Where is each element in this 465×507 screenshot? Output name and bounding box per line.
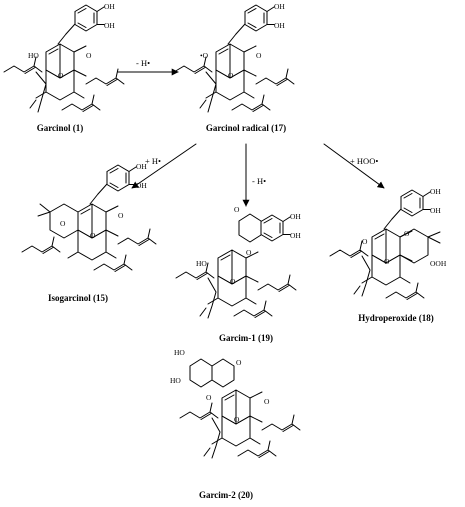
arrow-to-isogarcinol bbox=[131, 143, 197, 189]
compound-label-isogarcinol: Isogarcinol (15) bbox=[48, 293, 108, 303]
atom-o: O bbox=[264, 397, 270, 406]
atom-o: O bbox=[234, 415, 240, 424]
structure-garcim1: OH OH O O HO O bbox=[175, 205, 301, 319]
atom-oh: OH bbox=[290, 231, 301, 240]
structure-hydroperoxide: OH OH O O O OOH bbox=[329, 187, 447, 300]
atom-o: O bbox=[246, 248, 252, 257]
atom-o: O bbox=[384, 257, 390, 266]
atom-o-radical: •O bbox=[200, 51, 209, 60]
structure-garcim2: HO HO O O O O bbox=[170, 348, 301, 459]
atom-ooh: OOH bbox=[430, 259, 447, 268]
atom-o: O bbox=[58, 71, 64, 80]
atom-o: O bbox=[362, 237, 368, 246]
atom-o: O bbox=[404, 229, 410, 238]
atom-o: O bbox=[236, 358, 242, 367]
atom-o: O bbox=[86, 51, 92, 60]
atom-oh: OH bbox=[274, 2, 285, 11]
atom-o: O bbox=[234, 205, 240, 214]
structure-isogarcinol: OH OH O O O bbox=[21, 162, 157, 272]
compound-label-garcim1: Garcim-1 (19) bbox=[219, 333, 273, 343]
reaction-label-h-loss: - H• bbox=[252, 176, 266, 186]
compound-label-garcim2: Garcim-2 (20) bbox=[199, 490, 253, 500]
reaction-label-hoo-addition: + HOO• bbox=[350, 156, 378, 166]
atom-oh: OH bbox=[430, 187, 441, 196]
compound-label-hydroperoxide: Hydroperoxide (18) bbox=[358, 313, 433, 323]
structure-garcinol: OH OH HO O O bbox=[3, 2, 125, 113]
atom-oh: OH bbox=[104, 21, 115, 30]
atom-ho: HO bbox=[28, 51, 39, 60]
atom-oh: OH bbox=[136, 181, 147, 190]
atom-oh: OH bbox=[430, 206, 441, 215]
compound-label-garcinol: Garcinol (1) bbox=[37, 123, 84, 133]
atom-o: O bbox=[256, 51, 262, 60]
atom-o: O bbox=[230, 277, 236, 286]
atom-ho: HO bbox=[174, 348, 185, 357]
reaction-label-h-addition: + H• bbox=[145, 156, 161, 166]
atom-o: O bbox=[206, 393, 212, 402]
compound-label-garcinol-radical: Garcinol radical (17) bbox=[206, 123, 286, 133]
atom-oh: OH bbox=[274, 21, 285, 30]
atom-ho: HO bbox=[196, 259, 207, 268]
atom-o: O bbox=[118, 211, 124, 220]
atom-oh: OH bbox=[136, 162, 147, 171]
atom-o: O bbox=[60, 219, 66, 228]
atom-oh: OH bbox=[290, 212, 301, 221]
atom-ho: HO bbox=[170, 376, 181, 385]
structure-garcinol-radical: OH OH •O O O bbox=[173, 2, 295, 113]
atom-oh: OH bbox=[104, 2, 115, 11]
reaction-label-h-abstraction: - H• bbox=[136, 58, 150, 68]
arrow-to-hydroperoxide bbox=[323, 143, 385, 189]
atom-o: O bbox=[90, 231, 96, 240]
atom-o: O bbox=[228, 71, 234, 80]
